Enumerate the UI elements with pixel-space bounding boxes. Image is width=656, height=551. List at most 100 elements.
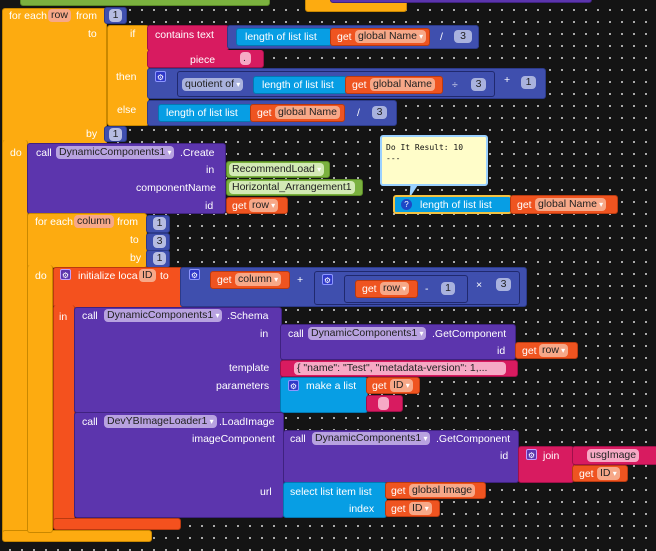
schema-call-block[interactable] [74,307,282,413]
to-label: to [160,270,169,282]
piece-text-value[interactable]: . [240,52,251,65]
to-label: to [130,234,139,246]
length-of-list-label: length of list list [420,199,492,211]
gear-icon[interactable]: ⚙ [60,269,71,280]
variable-dropdown[interactable]: global Name [535,198,607,211]
partial-block-top-orange[interactable] [305,0,407,12]
get-label: get [579,468,594,480]
for-each-label: for each [9,10,47,22]
number-value[interactable]: 3 [496,278,511,291]
contains-text-label: contains text [155,29,214,41]
variable-dropdown[interactable]: ID [390,379,413,392]
initialize-local-bottom[interactable] [53,518,181,530]
get-label: get [337,31,352,43]
divide-operator[interactable]: / [357,107,360,119]
question-icon[interactable]: ? [401,199,412,210]
initialize-local-block[interactable] [53,267,183,308]
component-dropdown[interactable]: DynamicComponents1 [308,327,427,340]
get-label: get [522,345,537,357]
for-each-row-bottom[interactable] [2,530,152,542]
variable-dropdown[interactable]: column [235,273,282,286]
join-text-value[interactable]: usgImage [587,449,640,462]
subtract-operator[interactable]: - [425,283,429,295]
method-label: .Create [180,147,215,159]
do-label: do [35,270,47,282]
number-value[interactable]: 1 [441,282,455,295]
for-each-row-do-stripe[interactable] [2,140,28,540]
from-value[interactable]: 1 [109,9,122,22]
component-name-value[interactable]: Horizontal_Arrangement1 [229,181,355,194]
component-dropdown[interactable]: DynamicComponents1 [312,432,431,445]
do-label: do [10,147,22,159]
get-label: get [362,283,377,295]
gear-icon[interactable]: ⚙ [155,71,166,82]
empty-text-value[interactable] [378,397,389,410]
component-dropdown[interactable]: RecommendLoad [229,163,325,176]
add-operator[interactable]: + [504,74,511,86]
add-operator[interactable]: + [297,274,304,286]
variable-dropdown[interactable]: global Name [275,106,340,119]
partial-block-top-purple[interactable] [330,0,592,3]
quotient-block[interactable] [177,71,495,97]
divide-operator[interactable]: ÷ [452,79,458,91]
variable-dropdown[interactable]: global Image [409,484,476,497]
component-dropdown[interactable]: DynamicComponents1 [104,309,223,322]
for-each-row-block[interactable] [2,8,107,145]
length-of-list-label: length of list list [166,107,238,119]
number-value[interactable]: 3 [454,30,472,43]
for-each-column-do-stripe[interactable] [27,265,53,533]
from-value[interactable]: 1 [153,217,166,230]
get-label: get [257,107,272,119]
variable-dropdown[interactable]: ID [409,502,432,515]
for-each-label: for each [35,216,73,228]
local-variable-name[interactable]: ID [139,269,156,282]
gear-icon[interactable]: ⚙ [526,449,537,460]
multiply-operator[interactable]: × [476,279,483,291]
initialize-local-label: initialize loca [78,270,138,282]
template-label: template [229,362,270,374]
number-value[interactable]: 3 [372,106,387,119]
piece-label: piece [190,54,216,66]
get-label: get [232,200,247,212]
join-label: join [543,450,560,462]
partial-block-top-green[interactable] [20,0,270,6]
method-label: .GetComponent [432,328,507,340]
variable-dropdown[interactable]: row [249,199,279,212]
divide-operator[interactable]: / [440,31,443,43]
call-label: call [82,416,98,428]
load-image-call-block[interactable] [74,412,284,518]
subtract-block[interactable] [344,275,468,303]
component-dropdown[interactable]: DynamicComponents1 [56,146,175,159]
variable-dropdown[interactable]: global Name [355,30,427,43]
loop-variable-column[interactable]: column [74,215,114,228]
component-dropdown[interactable]: DevYBImageLoader1 [104,415,217,428]
number-value[interactable]: 3 [471,78,486,91]
method-label: .LoadImage [219,416,275,428]
variable-dropdown[interactable]: global Name [370,78,435,91]
to-value[interactable]: 3 [153,235,166,248]
quotient-dropdown[interactable]: quotient of [182,78,244,91]
multiply-block[interactable] [314,271,520,305]
variable-dropdown[interactable]: row [539,344,569,357]
gear-icon[interactable]: ⚙ [189,269,200,280]
by-label: by [86,128,98,140]
tooltip-separator: --- [386,154,401,163]
gear-icon[interactable]: ⚙ [288,380,299,391]
number-value[interactable]: 1 [521,76,536,89]
initialize-local-in-stripe[interactable] [53,305,75,525]
if-label: if [130,28,136,40]
gear-icon[interactable]: ⚙ [322,274,333,285]
by-label: by [130,252,142,264]
in-label: in [206,164,215,176]
template-text-value[interactable]: { "name": "Test", "metadata-version": 1,… [294,362,506,375]
by-value[interactable]: 1 [153,252,166,265]
index-label: index [349,503,375,515]
variable-dropdown[interactable]: ID [597,467,620,480]
get-label: get [517,199,532,211]
variable-dropdown[interactable]: row [380,282,410,295]
contains-piece-row[interactable] [147,50,264,68]
by-value[interactable]: 1 [109,128,122,141]
parameters-label: parameters [216,380,270,392]
loop-variable-row[interactable]: row [48,9,71,22]
